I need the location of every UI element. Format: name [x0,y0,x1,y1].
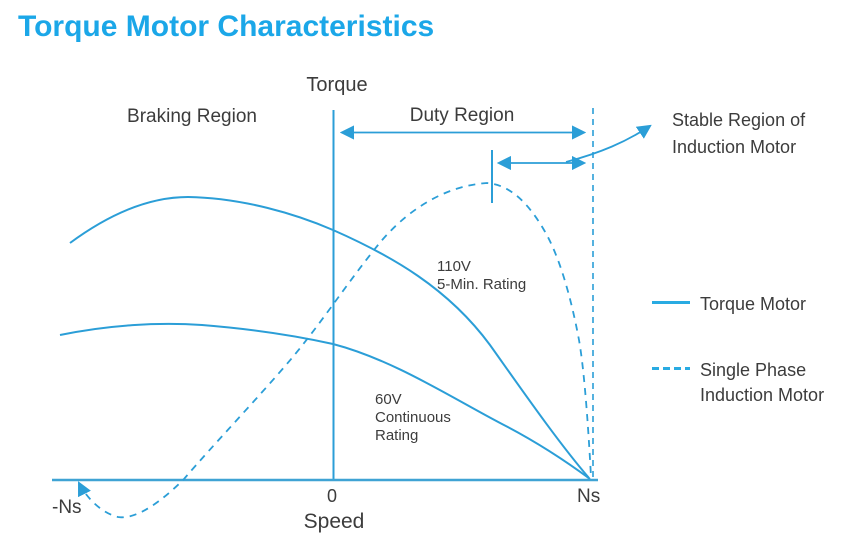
torque-motor-110v-curve [69,195,590,479]
legend-item-induction-motor: Single Phase Induction Motor [652,358,824,408]
x-tick-ns: Ns [577,486,601,507]
curve-label-110v: 110V 5-Min. Rating [437,258,526,294]
x-tick-zero: 0 [327,486,338,506]
y-axis-title: Torque [306,74,368,96]
stable-region-callout-arrow [565,124,652,163]
curve-label-110v-line2: 5-Min. Rating [437,276,527,293]
stable-region-annotation-line1: Stable Region of [672,110,806,130]
legend-label-torque-motor: Torque Motor [700,294,807,314]
legend-label-induction-motor-line1: Single Phase [700,360,807,380]
braking-region-label: Braking Region [127,106,257,127]
curve-label-60v-line2: Continuous [375,409,451,426]
x-tick-neg-ns: -Ns [52,497,82,518]
curve-label-60v-line3: Rating [375,427,419,444]
legend-item-torque-motor: Torque Motor [652,292,806,317]
stable-region-annotation: Stable Region of Induction Motor [672,107,805,161]
torque-motor-60v-curve [59,322,591,480]
page-title: Torque Motor Characteristics [18,10,435,43]
legend-label-induction-motor: Single Phase Induction Motor [700,358,824,408]
stable-region-annotation-line2: Induction Motor [672,137,797,157]
x-axis-title: Speed [303,510,365,533]
legend-label-induction-motor-line2: Induction Motor [700,385,825,405]
curve-label-110v-line1: 110V [437,258,471,275]
induction-motor-curve [78,182,592,519]
curve-label-60v-line1: 60V [375,391,402,408]
solid-line-swatch [652,301,690,304]
curve-label-60v: 60V Continuous Rating [375,391,451,445]
duty-region-label: Duty Region [409,105,515,126]
dashed-line-swatch [652,367,690,370]
